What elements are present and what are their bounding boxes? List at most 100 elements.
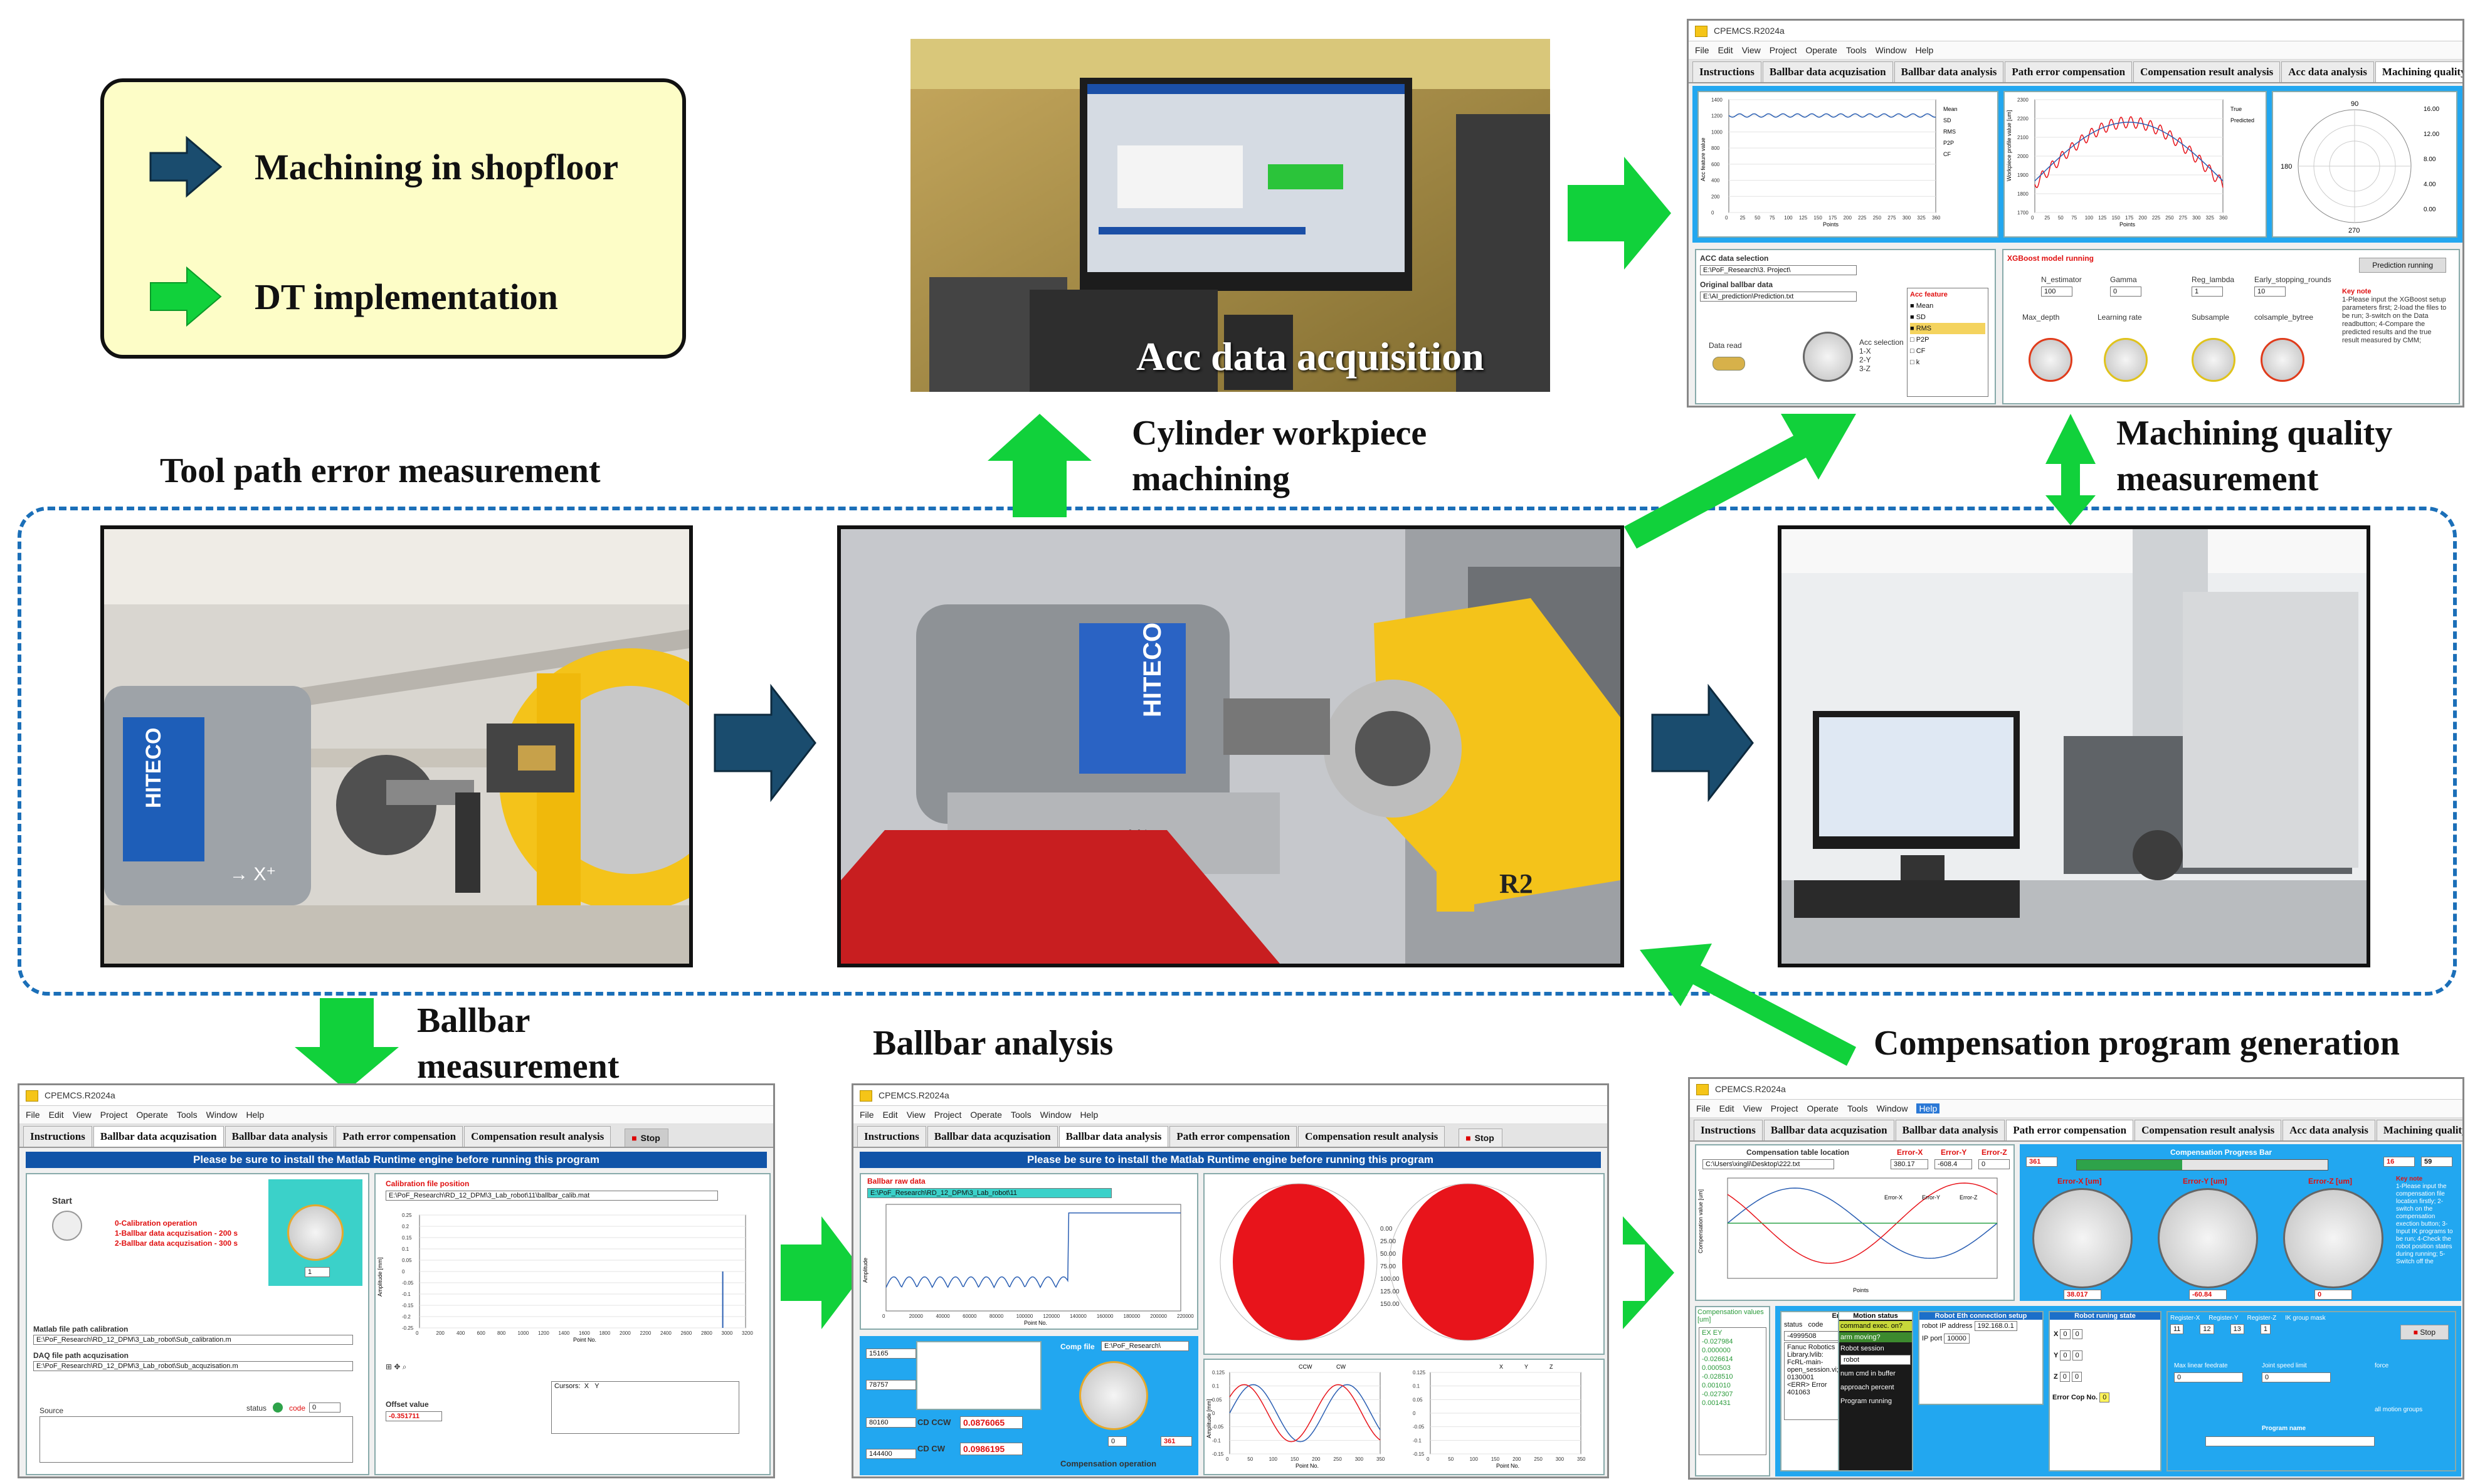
acc-dial[interactable] [1803,332,1853,382]
tab-ballbar-analysis[interactable]: Ballbar data analysis [1895,1120,2005,1140]
menu-project[interactable]: Project [934,1110,962,1120]
cd-ccw-value[interactable]: 0.0876065 [960,1416,1023,1429]
ip-field[interactable]: 192.168.0.1 [1974,1321,2017,1331]
menu-file[interactable]: File [26,1110,40,1120]
tab-acc-analysis[interactable]: Acc data analysis [2281,61,2374,82]
tab-ballbar-analysis[interactable]: Ballbar data analysis [1894,61,2004,82]
tab-path-error[interactable]: Path error compensation [335,1126,463,1147]
menu-tools[interactable]: Tools [1845,45,1867,55]
calib-path-field[interactable]: E:\PoF_Research\RD_12_DPM\3_Lab_robot\11… [386,1191,718,1201]
n-estimator-input[interactable]: 100 [2041,287,2072,297]
tab-comp-result[interactable]: Compensation result analysis [1298,1126,1445,1147]
menu-operate[interactable]: Operate [1805,45,1837,55]
tab-path-error[interactable]: Path error compensation [2005,61,2133,82]
menu-project[interactable]: Project [1770,1103,1798,1113]
menu-tools[interactable]: Tools [1010,1110,1032,1120]
table-path-field[interactable]: C:\Users\xingli\Desktop\222.txt [1702,1159,1834,1169]
subsample-knob[interactable] [2192,338,2235,382]
tab-instructions[interactable]: Instructions [1692,61,1761,82]
op-knob[interactable] [287,1204,344,1261]
menu-project[interactable]: Project [100,1110,128,1120]
err-z-field[interactable]: 0 [1978,1159,2010,1169]
ik-mask-field[interactable]: 1 [2260,1324,2271,1334]
tab-instructions[interactable]: Instructions [857,1126,926,1147]
error-source-field[interactable]: Fanuc Robotics Library.lvlib: FcRL-main-… [1784,1342,1840,1420]
raw-path-field[interactable]: E:\PoF_Research\RD_12_DPM\3_Lab_robot\11 [867,1188,1112,1198]
menu-file[interactable]: File [1696,1103,1711,1113]
menu-operate[interactable]: Operate [1807,1103,1839,1113]
progress-b[interactable]: 59 [2421,1157,2452,1167]
acc-feature-list[interactable]: Acc feature ■ Mean ■ SD ■ RMS □ P2P □ CF… [1907,288,1988,397]
index-4[interactable]: 144400 [866,1449,916,1459]
menu-view[interactable]: View [1741,45,1761,55]
tab-acc-analysis[interactable]: Acc data analysis [2282,1120,2375,1140]
offset-field[interactable]: -0.351711 [386,1411,442,1421]
palette-icons[interactable]: ⊞ ✥ ⌕ [386,1362,407,1371]
menu-view[interactable]: View [1743,1103,1762,1113]
menu-view[interactable]: View [72,1110,92,1120]
menu-tools[interactable]: Tools [176,1110,198,1120]
progress-num[interactable]: 361 [2026,1157,2057,1167]
comp-knob-value[interactable]: 0 [1108,1436,1127,1446]
code-field[interactable]: 0 [309,1402,340,1413]
err-x-field[interactable]: 380.17 [1891,1159,1928,1169]
tab-instructions[interactable]: Instructions [23,1126,92,1147]
tab-ballbar-analysis[interactable]: Ballbar data analysis [224,1126,335,1147]
op-knob-value[interactable]: 1 [305,1267,330,1277]
orig-path-field[interactable]: E:\AI_prediction\Prediction.txt [1700,292,1857,302]
menu-edit[interactable]: Edit [1719,1103,1734,1113]
menu-help[interactable]: Help [1916,1103,1940,1113]
cd-cw-value[interactable]: 0.0986195 [960,1443,1023,1455]
reg-lambda-input[interactable]: 1 [2192,287,2223,297]
comp-num-value[interactable]: 361 [1161,1436,1192,1446]
tab-quality-prediction[interactable]: Machining quality prediction [2376,1120,2462,1140]
index-3[interactable]: 80160 [866,1418,916,1428]
menu-project[interactable]: Project [1769,45,1797,55]
menu-window[interactable]: Window [1876,1103,1908,1113]
menu-view[interactable]: View [906,1110,926,1120]
gamma-input[interactable]: 0 [2110,287,2141,297]
tab-ballbar-acq[interactable]: Ballbar data acquzisation [1763,1120,1894,1140]
err-y-field[interactable]: -608.4 [1934,1159,1972,1169]
menu-help[interactable]: Help [1080,1110,1099,1120]
menu-help[interactable]: Help [1915,45,1934,55]
error-code-field[interactable]: -4999508 [1784,1331,1840,1341]
comp-stop-button[interactable]: ■ Stop [2400,1325,2449,1340]
reg-x-field[interactable]: 11 [2170,1324,2184,1334]
menu-help[interactable]: Help [246,1110,265,1120]
gauge-x-value[interactable]: 38.017 [2064,1290,2101,1300]
program-name-field[interactable] [2205,1436,2375,1446]
reg-z-field[interactable]: 13 [2230,1324,2244,1334]
index-2[interactable]: 78757 [866,1380,916,1390]
menu-window[interactable]: Window [1040,1110,1072,1120]
port-field[interactable]: 10000 [1944,1334,1970,1344]
comp-file-field[interactable]: E:\PoF_Research\ [1101,1341,1189,1351]
start-button[interactable] [52,1211,82,1241]
tab-quality-prediction[interactable]: Machining quality prediction [2375,61,2462,82]
reg-y-field[interactable]: 12 [2200,1324,2214,1334]
menu-window[interactable]: Window [206,1110,238,1120]
feed-field[interactable]: 0 [2174,1372,2243,1382]
acc-feature-k[interactable]: □ k [1910,359,1920,366]
tab-path-error[interactable]: Path error compensation [2006,1120,2134,1140]
error-cop-field[interactable]: 0 [2099,1392,2110,1402]
colsample-knob[interactable] [2261,338,2304,382]
menu-file[interactable]: File [860,1110,874,1120]
joint-field[interactable]: 0 [2262,1372,2331,1382]
tab-ballbar-acq[interactable]: Ballbar data acquzisation [927,1126,1058,1147]
tab-instructions[interactable]: Instructions [1694,1120,1763,1140]
menu-file[interactable]: File [1695,45,1709,55]
gauge-z-value[interactable]: 0 [2314,1290,2352,1300]
comp-knob[interactable] [1079,1361,1148,1430]
menu-window[interactable]: Window [1875,45,1907,55]
menu-operate[interactable]: Operate [136,1110,168,1120]
early-stop-input[interactable]: 10 [2254,287,2286,297]
tab-comp-result[interactable]: Compensation result analysis [464,1126,611,1147]
menu-edit[interactable]: Edit [1718,45,1733,55]
cursor-table[interactable]: Cursors: X Y [551,1381,739,1434]
stop-button[interactable]: ■ Stop [625,1129,668,1147]
acc-path-field[interactable]: E:\PoF_Research\3. Project\ [1700,265,1857,275]
prediction-button[interactable]: Prediction running [2359,258,2446,273]
progress-a[interactable]: 16 [2383,1157,2415,1167]
